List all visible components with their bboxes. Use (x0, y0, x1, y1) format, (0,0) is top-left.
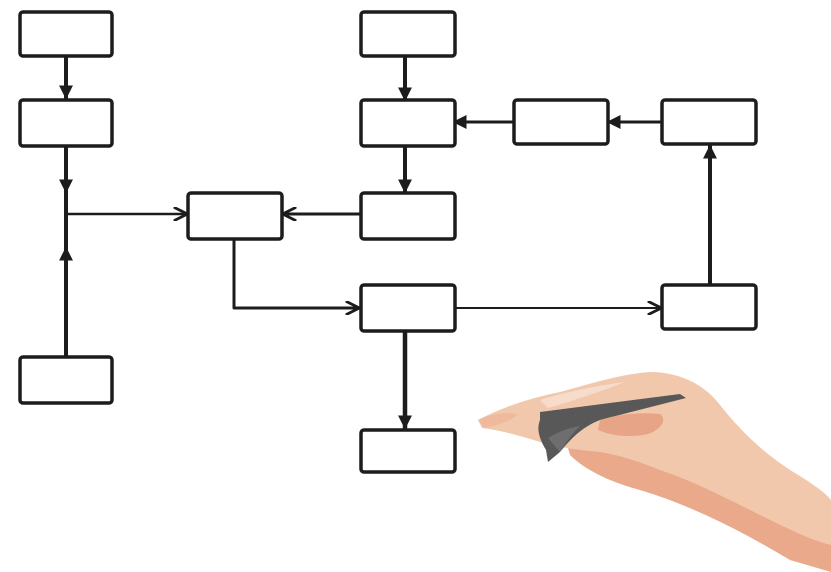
box-mid-bottom (359, 428, 457, 474)
box-mid-fourth (359, 283, 457, 333)
hand-highlight (540, 382, 625, 408)
box-left-top (18, 10, 114, 58)
box-left-second (18, 98, 114, 148)
pen (538, 394, 686, 462)
box-right-middle (512, 98, 610, 146)
thumb (598, 413, 664, 437)
box-mid-second (359, 98, 457, 148)
finger-tip (478, 413, 518, 428)
box-mid-top (359, 10, 457, 58)
box-mid-third (359, 191, 457, 241)
hand-with-pen-illustration (478, 372, 831, 572)
pen-shadow (548, 426, 580, 452)
box-right-lower (660, 283, 758, 331)
box-center (186, 191, 284, 241)
box-left-bottom (18, 355, 114, 405)
connectors (59, 54, 717, 431)
arrow-center-box-to-mid-fourth (232, 238, 360, 308)
boxes (18, 10, 758, 474)
box-right-upper (660, 98, 758, 146)
